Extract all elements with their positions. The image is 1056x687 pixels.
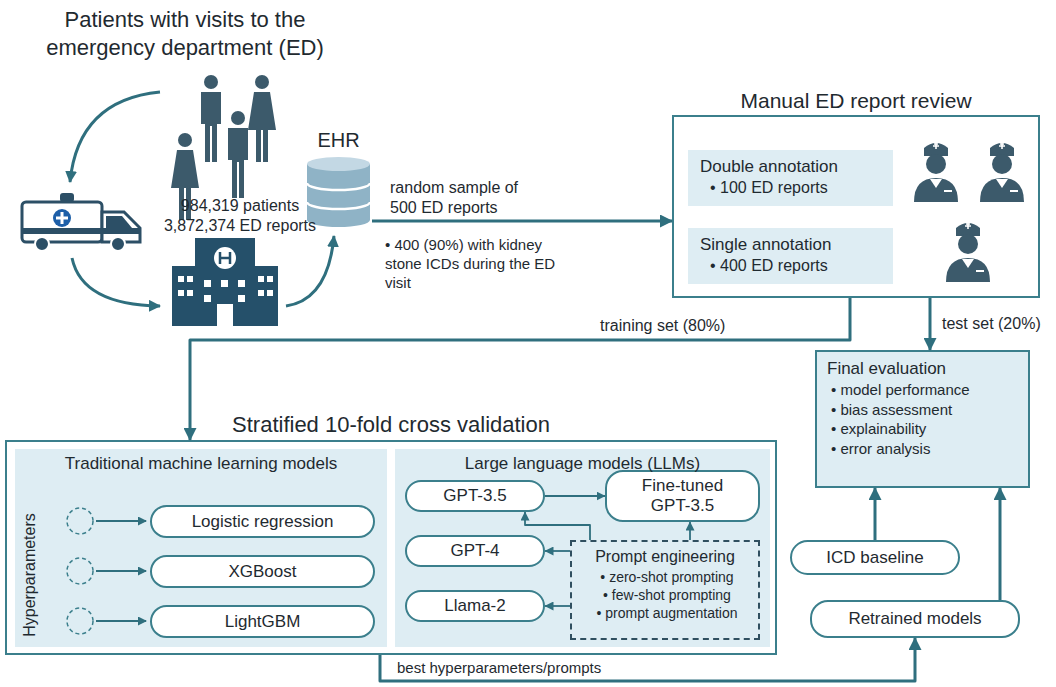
node-heading: Prompt engineering (582, 547, 748, 568)
count-text: 984,319 patients (160, 196, 320, 216)
node-heading: Retrained models (848, 609, 981, 629)
node-text: • model performance (831, 380, 1018, 400)
note-text: • 400 (90%) with kidney stone ICDs durin… (385, 236, 580, 292)
node-text: • few-shot prompting (586, 586, 748, 604)
edge-label: random sample of 500 ED reports (388, 178, 522, 218)
connector-arrow (545, 605, 570, 607)
hospital-icon (172, 238, 278, 326)
connector-arrow (372, 220, 672, 223)
connector-arrow (874, 488, 877, 540)
model-box: XGBoost (150, 555, 375, 588)
model-box: Fine-tuned GPT-3.5 (605, 470, 760, 522)
node-text: • 400 ED reports (710, 256, 881, 277)
node-heading: Llama-2 (444, 596, 505, 616)
node-heading: LightGBM (225, 612, 301, 632)
annotation-box: Single annotation• 400 ED reports (688, 228, 893, 284)
node-text: • error analysis (831, 439, 1018, 459)
connector-arrow (190, 298, 850, 440)
node-text: • prompt augmentation (586, 604, 748, 622)
node-text: • explainability (831, 419, 1018, 439)
node-heading: Logistic regression (192, 512, 334, 532)
connector-arrow (525, 512, 590, 540)
node-heading: ICD baseline (826, 548, 923, 568)
model-panel: Large language models (LLMs) GPT-3.5 Fine-… (395, 449, 770, 647)
ambulance-icon (22, 193, 140, 251)
node-heading: EHR (105, 129, 572, 156)
section-heading: Patients with visits to the emergency de… (35, 6, 335, 61)
edge-label: training set (80%) (598, 316, 727, 336)
annotation-box: Double annotation• 100 ED reports (688, 150, 893, 206)
prompt-box: Prompt engineering• zero-shot prompting•… (570, 540, 760, 640)
model-panel: Traditional machine learning modelsLogis… (15, 449, 387, 647)
connector-arrow (929, 298, 932, 350)
connector-arrow (380, 638, 915, 681)
edge-label: test set (20%) (940, 314, 1043, 334)
node-heading: Final evaluation (827, 358, 1018, 380)
count-text: 3,872,374 ED reports (155, 216, 325, 236)
model-box: Logistic regression (150, 505, 375, 538)
flow-arrow (286, 236, 334, 306)
baseline-box: ICD baseline (790, 540, 960, 575)
person-icon (228, 111, 248, 198)
node-heading: Large language models (LLMs) (403, 453, 762, 475)
model-box: GPT-3.5 (405, 480, 545, 512)
evaluation-box: Final evaluation• model performance• bia… (815, 350, 1030, 488)
node-text: • zero-shot prompting (586, 568, 748, 586)
node-heading: Single annotation (700, 234, 881, 256)
cross-validation-frame: Stratified 10-fold cross validationTradi… (5, 440, 777, 655)
node-heading: Manual ED report review (474, 89, 1056, 117)
node-heading: Fine-tuned GPT-3.5 (628, 476, 738, 515)
model-box: GPT-4 (405, 535, 545, 567)
connector-arrow (999, 488, 1002, 600)
axis-label: Hyperparameters (20, 495, 40, 655)
model-box: LightGBM (150, 605, 375, 638)
retrained-box: Retrained models (810, 600, 1020, 638)
edge-label: best hyperparameters/prompts (395, 659, 603, 678)
node-heading: Double annotation (700, 156, 881, 178)
connector-arrow (689, 522, 691, 540)
node-text: • 100 ED reports (710, 178, 881, 199)
flow-arrow (72, 258, 160, 306)
node-heading: Traditional machine learning models (23, 453, 379, 475)
person-icon (201, 75, 221, 162)
node-text: • bias assessment (831, 400, 1018, 420)
person-icon (248, 75, 276, 162)
node-heading: Stratified 10-fold cross validation (0, 412, 975, 442)
node-heading: GPT-3.5 (443, 486, 506, 506)
model-box: Llama-2 (405, 590, 545, 622)
doctor-icon (946, 223, 990, 282)
doctor-icon (980, 143, 1024, 202)
connector-arrow (545, 495, 605, 497)
node-heading: XGBoost (228, 562, 296, 582)
doctor-icon (914, 143, 958, 202)
hyperparameter-circles (67, 508, 146, 634)
flow-arrow (70, 92, 160, 182)
node-heading: GPT-4 (450, 541, 499, 561)
connector-arrow (545, 550, 570, 552)
